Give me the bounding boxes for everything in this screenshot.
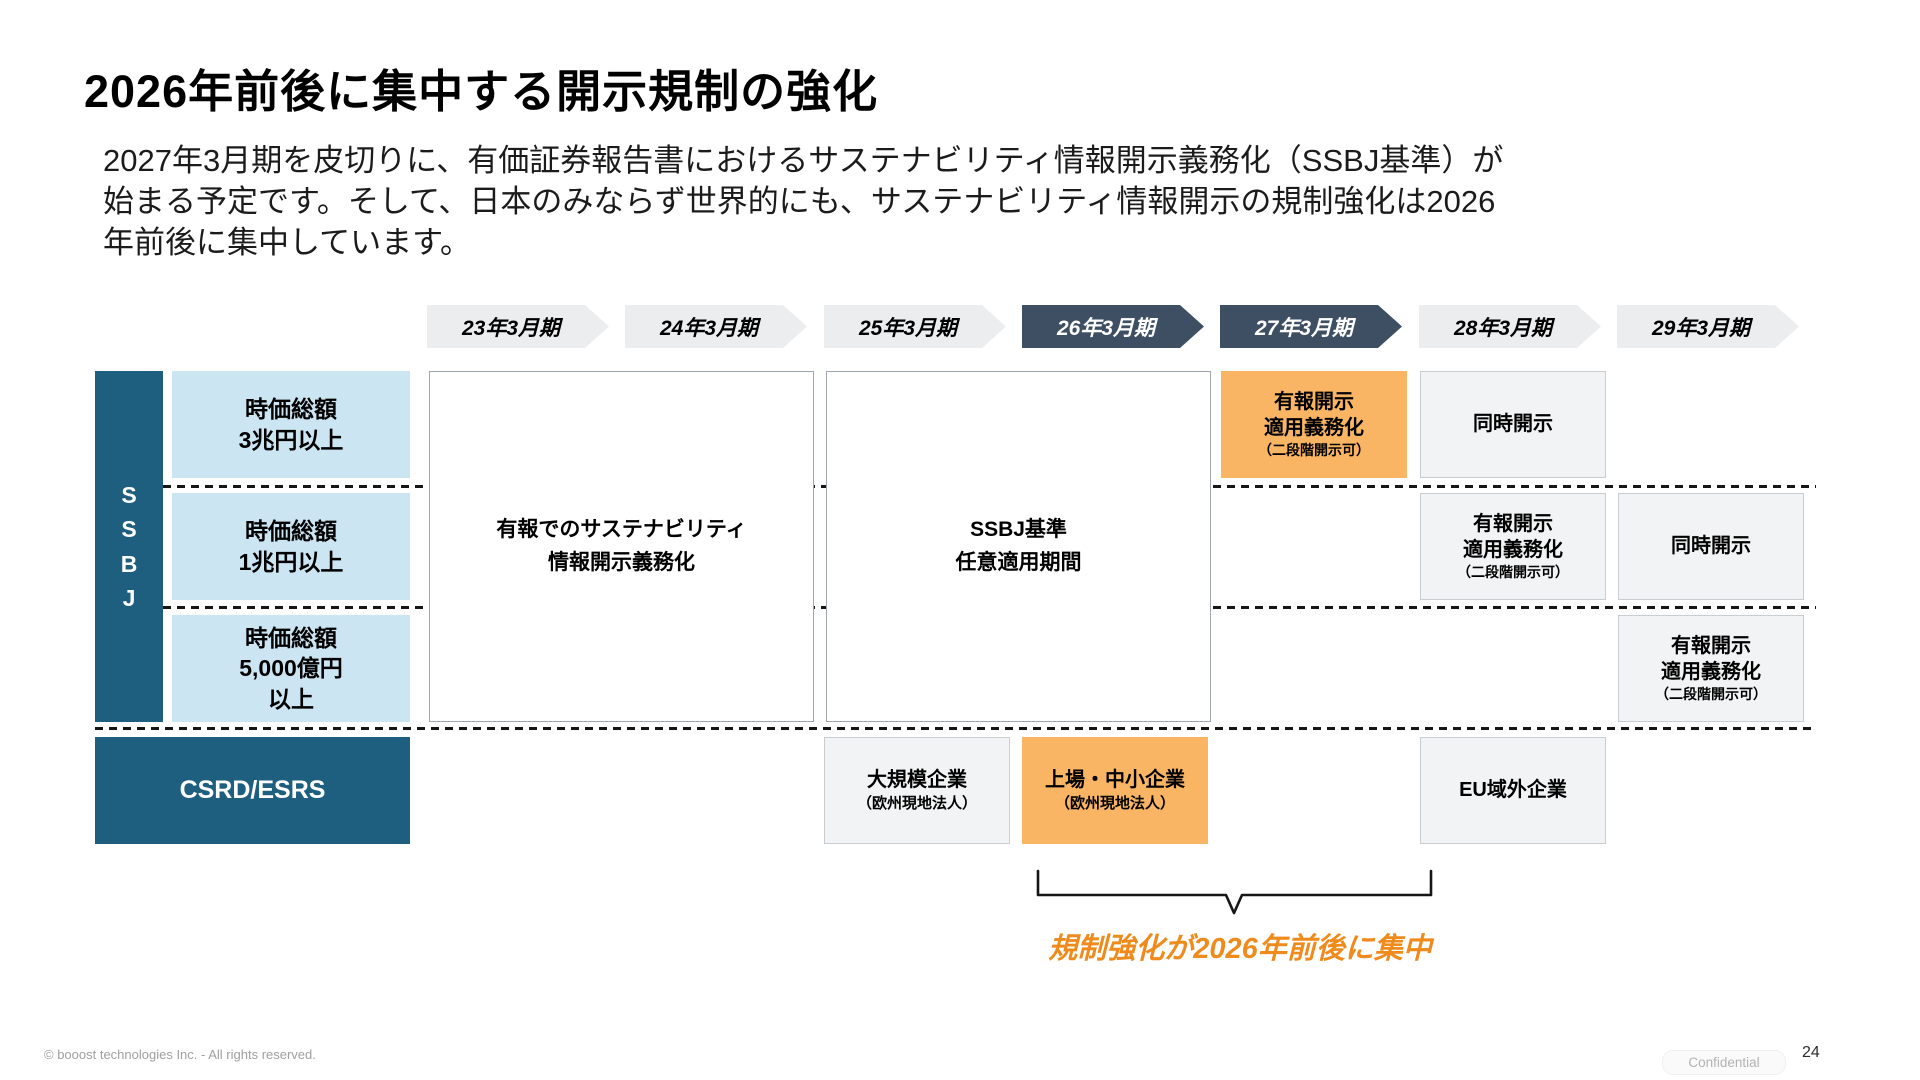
marketcap-row-500b: 時価総額 5,000億円 以上 bbox=[172, 615, 410, 722]
cell-note-text: （二段階開示可） bbox=[1457, 564, 1569, 581]
cell-fy28-row2-mandatory: 有報開示 適用義務化 （二段階開示可） bbox=[1420, 493, 1606, 600]
timeline-arrow-label: 25年3月期 bbox=[858, 316, 958, 340]
cell-fy25-csrd-large-companies: 大規模企業 （欧州現地法人） bbox=[824, 737, 1010, 844]
cell-main-text: 有報開示 適用義務化 bbox=[1264, 391, 1364, 439]
cell-main-text: 有報開示 適用義務化 bbox=[1463, 513, 1563, 561]
marketcap-row-1t: 時価総額 1兆円以上 bbox=[172, 493, 410, 600]
timeline-arrow-label: 23年3月期 bbox=[461, 316, 561, 340]
timeline-arrow-label: 28年3月期 bbox=[1453, 316, 1553, 340]
ssbj-axis-label: S S B J bbox=[95, 371, 163, 722]
confidential-label: Confidential bbox=[1688, 1055, 1760, 1070]
annotation-2026-concentration: 規制強化が2026年前後に集中 bbox=[1048, 933, 1432, 965]
timeline-arrow-fy27: 27年3月期 bbox=[1220, 305, 1402, 348]
timeline-arrow-label: 24年3月期 bbox=[659, 316, 759, 340]
timeline-arrow-label: 29年3月期 bbox=[1651, 316, 1751, 340]
phase-box-ssbj-voluntary: SSBJ基準 任意適用期間 bbox=[826, 371, 1211, 722]
cell-fy26-csrd-listed-sme: 上場・中小企業 （欧州現地法人） bbox=[1022, 737, 1208, 844]
cell-main-text: 同時開示 bbox=[1671, 534, 1751, 557]
cell-fy28-row1-simultaneous: 同時開示 bbox=[1420, 371, 1606, 478]
page-number: 24 bbox=[1802, 1044, 1820, 1061]
cell-note-text: （二段階開示可） bbox=[1258, 442, 1370, 459]
section-divider-dashed bbox=[95, 727, 1816, 730]
timeline-arrow-fy29: 29年3月期 bbox=[1617, 305, 1799, 348]
cell-main-text: 上場・中小企業 bbox=[1045, 769, 1185, 792]
page-title: 2026年前後に集中する開示規制の強化 bbox=[84, 66, 879, 117]
cell-fy28-csrd-non-eu: EU域外企業 bbox=[1420, 737, 1606, 844]
cell-fy27-row1-mandatory: 有報開示 適用義務化 （二段階開示可） bbox=[1221, 371, 1407, 478]
footer-copyright: © booost technologies Inc. - All rights … bbox=[44, 1047, 316, 1062]
cell-fy29-row3-mandatory: 有報開示 適用義務化 （二段階開示可） bbox=[1618, 615, 1804, 722]
timeline-arrow-label: 26年3月期 bbox=[1056, 316, 1156, 340]
timeline-arrow-fy25: 25年3月期 bbox=[824, 305, 1006, 348]
cell-note-text: （欧州現地法人） bbox=[856, 794, 977, 812]
timeline-arrow-fy23: 23年3月期 bbox=[427, 305, 609, 348]
timeline-arrow-label: 27年3月期 bbox=[1254, 316, 1354, 340]
marketcap-row-3t: 時価総額 3兆円以上 bbox=[172, 371, 410, 478]
cell-main-text: 同時開示 bbox=[1473, 412, 1553, 435]
cell-note-text: （欧州現地法人） bbox=[1054, 794, 1175, 812]
cell-main-text: EU域外企業 bbox=[1459, 778, 1567, 801]
confidential-badge: Confidential bbox=[1662, 1050, 1786, 1075]
timeline-arrow-fy26: 26年3月期 bbox=[1022, 305, 1204, 348]
lead-paragraph: 2027年3月期を皮切りに、有価証券報告書におけるサステナビリティ情報開示義務化… bbox=[103, 143, 1504, 261]
cell-fy29-row2-simultaneous: 同時開示 bbox=[1618, 493, 1804, 600]
phase-box-yuho-sustainability: 有報でのサステナビリティ 情報開示義務化 bbox=[429, 371, 814, 722]
cell-main-text: 有報開示 適用義務化 bbox=[1661, 635, 1761, 683]
csrd-esrs-label: CSRD/ESRS bbox=[95, 737, 410, 844]
brace-bracket bbox=[1036, 869, 1433, 915]
timeline-arrow-fy28: 28年3月期 bbox=[1419, 305, 1601, 348]
timeline-arrow-fy24: 24年3月期 bbox=[625, 305, 807, 348]
cell-main-text: 大規模企業 bbox=[867, 769, 967, 792]
cell-note-text: （二段階開示可） bbox=[1655, 686, 1767, 703]
